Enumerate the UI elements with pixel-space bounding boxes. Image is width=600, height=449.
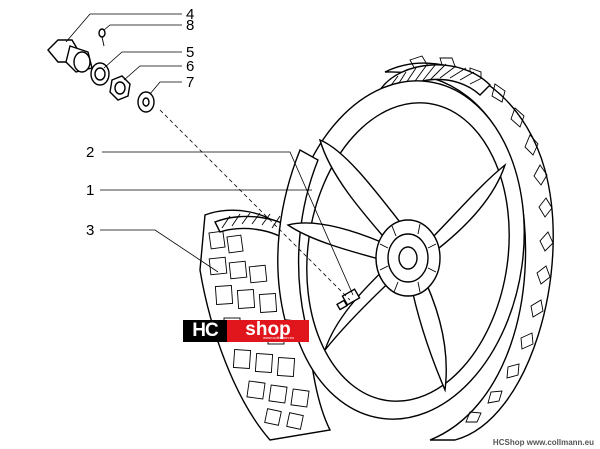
axle-nut-part [47, 39, 93, 73]
callout-4: 4 [186, 6, 194, 23]
callout-1: 1 [86, 182, 94, 199]
rim-illustration [277, 80, 525, 420]
logo-tagline: www.collmann.eu [263, 335, 295, 340]
cotter-pin-part [98, 28, 106, 47]
callout-8: 8 [186, 17, 194, 34]
hcshop-logo: HC shop www.collmann.eu [183, 320, 309, 342]
footer-brand: HCShop [492, 438, 525, 447]
callout-7: 7 [186, 74, 194, 91]
washer-part [137, 91, 155, 113]
logo-shop-part: shop [227, 320, 309, 342]
callout-2: 2 [86, 144, 94, 161]
logo-hc-part: HC [183, 320, 227, 342]
callout-labels: 4 8 5 6 7 2 1 3 [86, 6, 194, 239]
callout-5: 5 [186, 44, 194, 61]
callout-3: 3 [86, 222, 94, 239]
footer-url[interactable]: www.collmann.eu [526, 438, 594, 447]
bearing-part [90, 62, 110, 86]
spacer-part [109, 75, 131, 101]
leader-lines [65, 13, 354, 301]
footer-watermark: HCShop www.collmann.eu [493, 438, 594, 447]
callout-6: 6 [186, 58, 194, 75]
